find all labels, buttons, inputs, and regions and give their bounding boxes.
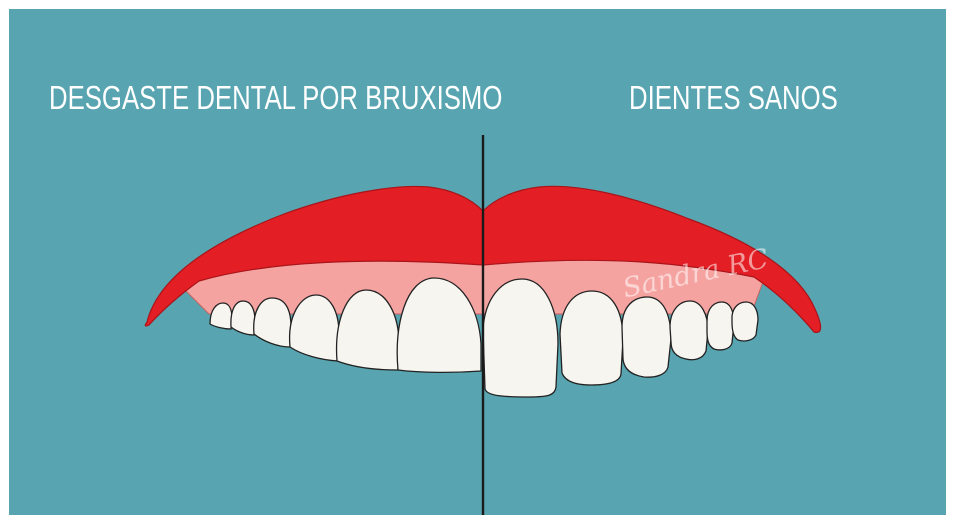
worn-tooth (288, 294, 340, 362)
worn-tooth (230, 300, 256, 336)
illustration-frame: DESGASTE DENTAL POR BRUXISMO DIENTES SAN… (9, 9, 946, 515)
healthy-tooth (482, 278, 559, 398)
healthy-tooth (559, 290, 624, 386)
worn-tooth (335, 289, 400, 371)
healthy-teeth-title: DIENTES SANOS (629, 79, 838, 116)
mouth-illustration: Sandra RC (144, 135, 822, 515)
healthy-tooth (621, 296, 672, 378)
worn-teeth (209, 277, 482, 374)
worn-tooth (209, 302, 233, 330)
healthy-teeth (482, 278, 759, 398)
worn-teeth-title: DESGASTE DENTAL POR BRUXISMO (49, 79, 503, 116)
healthy-tooth (706, 301, 735, 351)
healthy-tooth (731, 301, 759, 342)
healthy-tooth (669, 300, 709, 361)
worn-tooth (253, 297, 292, 348)
worn-tooth (396, 277, 482, 374)
